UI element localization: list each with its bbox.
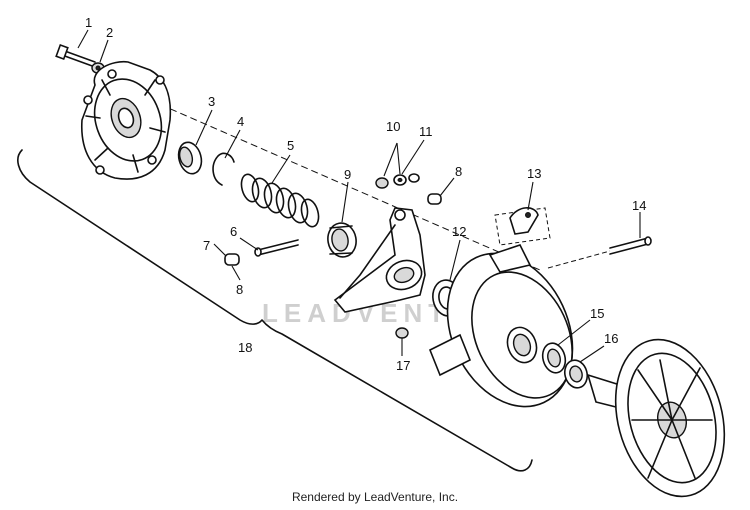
footer-credit: Rendered by LeadVenture, Inc. (291, 490, 459, 504)
callout-13: 13 (527, 166, 541, 181)
callout-3: 3 (208, 94, 215, 109)
part-3-bushing (177, 141, 203, 175)
part-1-bolt (55, 43, 96, 68)
part-16-bushing (563, 359, 589, 389)
callout-1: 1 (85, 15, 92, 30)
assembly-brace-18 (17, 149, 533, 472)
callout-11: 11 (419, 124, 433, 139)
part-5-spring (240, 173, 320, 228)
callout-17: 17 (396, 358, 410, 373)
callout-8-left: 8 (236, 282, 243, 297)
callout-8-right: 8 (455, 164, 462, 179)
part-15-bushing (541, 342, 567, 374)
part-13-bracket (494, 207, 551, 246)
part-10-washer (375, 177, 389, 189)
callout-6: 6 (230, 224, 237, 239)
callout-18: 18 (238, 340, 252, 355)
part-8-cap-right (427, 193, 442, 205)
leader-lines (77, 29, 641, 363)
callout-4: 4 (237, 114, 244, 129)
callout-5: 5 (287, 138, 294, 153)
callout-labels: 1 2 3 4 5 6 7 8 8 9 10 11 12 13 14 15 16… (85, 15, 646, 373)
callout-2: 2 (106, 25, 113, 40)
callout-7: 7 (203, 238, 210, 253)
sheave-cover-housing (81, 60, 172, 180)
part-8-cap-left (224, 253, 240, 266)
part-9-roller (327, 222, 357, 258)
callout-16: 16 (604, 331, 618, 346)
part-14-long-pin (547, 236, 652, 269)
callout-10: 10 (386, 119, 400, 134)
callout-15: 15 (590, 306, 604, 321)
moveable-sheave (428, 244, 574, 408)
spider-arm-assembly (333, 207, 426, 313)
part-6-pin (254, 239, 299, 257)
callout-12: 12 (452, 224, 466, 239)
axis-line (149, 99, 541, 271)
part-4-snap-ring (212, 152, 235, 186)
callout-14: 14 (632, 198, 646, 213)
stationary-sheave-shaft (586, 338, 726, 498)
part-17-nut (395, 327, 409, 339)
callout-9: 9 (344, 167, 351, 182)
part-11-washer (393, 173, 420, 186)
